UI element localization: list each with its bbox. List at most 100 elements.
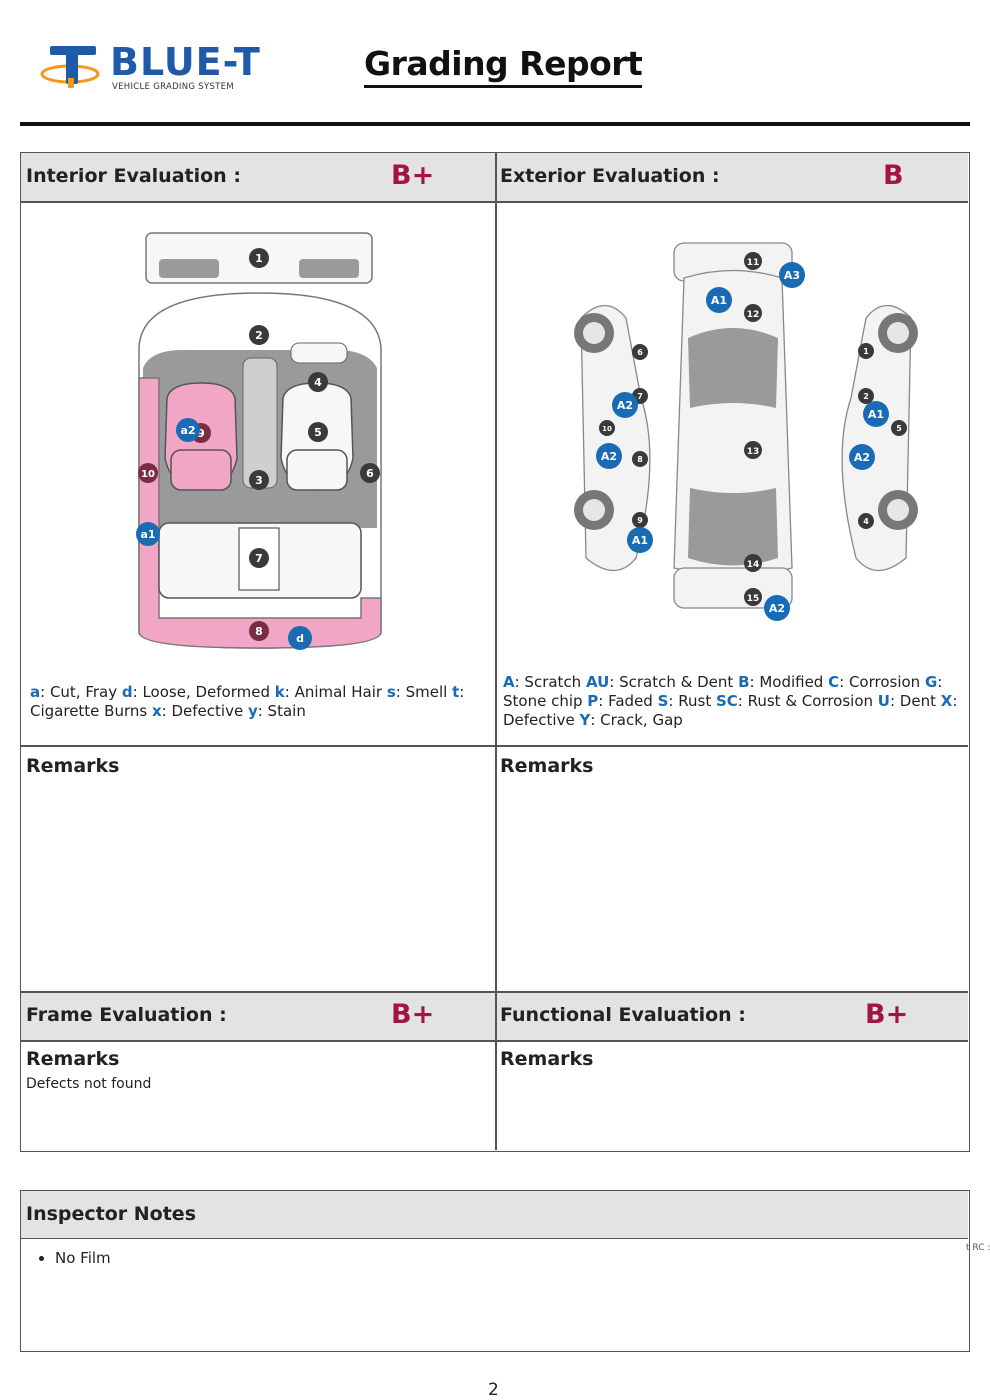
svg-text:a1: a1 <box>140 528 155 541</box>
inspector-notes-panel: Inspector Notes No Film <box>20 1190 970 1352</box>
svg-text:13: 13 <box>747 447 760 457</box>
inspector-note-item: No Film <box>55 1249 111 1267</box>
svg-text:7: 7 <box>255 552 263 565</box>
functional-evaluation-label: Functional Evaluation : <box>500 1004 746 1026</box>
exterior-marker-5: 5 <box>891 420 907 436</box>
page-title: Grading Report <box>364 44 643 88</box>
row-divider <box>21 1040 968 1042</box>
brand-logo: BLUE-T VEHICLE GRADING SYSTEM <box>40 40 290 94</box>
svg-text:10: 10 <box>141 469 155 480</box>
interior-marker-a2: a2 <box>176 418 200 442</box>
interior-remarks-label: Remarks <box>26 755 120 777</box>
interior-grade: B+ <box>391 160 435 191</box>
interior-marker-7: 7 <box>249 548 269 568</box>
svg-text:10: 10 <box>602 425 612 433</box>
svg-text:6: 6 <box>637 348 643 357</box>
interior-marker-5: 5 <box>308 422 328 442</box>
interior-marker-8: 8 <box>249 621 269 641</box>
exterior-marker-9: 9 <box>632 512 648 528</box>
exterior-marker-a2-right: A2 <box>849 444 875 470</box>
exterior-legend: A: Scratch AU: Scratch & Dent B: Modifie… <box>503 673 958 729</box>
interior-legend: a: Cut, Fray d: Loose, Deformed k: Anima… <box>30 683 465 720</box>
svg-text:6: 6 <box>366 467 374 480</box>
inspector-notes-list: No Film <box>55 1249 111 1267</box>
svg-text:4: 4 <box>314 376 322 389</box>
svg-text:12: 12 <box>747 310 760 320</box>
svg-text:a2: a2 <box>180 424 195 437</box>
frame-grade: B+ <box>391 999 435 1030</box>
svg-text:A1: A1 <box>711 294 727 307</box>
svg-text:15: 15 <box>747 594 760 604</box>
page-number: 2 <box>488 1380 499 1400</box>
svg-text:9: 9 <box>197 427 205 440</box>
exterior-marker-a1-front: A1 <box>706 287 732 313</box>
exterior-marker-2: 2 <box>858 388 874 404</box>
evaluation-header-band <box>21 153 968 201</box>
functional-grade: B+ <box>865 999 909 1030</box>
exterior-marker-11: 11 <box>744 252 762 270</box>
interior-marker-a1: a1 <box>136 522 160 546</box>
svg-text:4: 4 <box>863 517 869 526</box>
exterior-marker-10: 10 <box>599 420 615 436</box>
exterior-marker-a2-left-rear: A2 <box>596 443 622 469</box>
blue-t-logo-icon <box>40 46 100 88</box>
brand-name: BLUE-T <box>110 40 261 84</box>
inspector-notes-header: Inspector Notes <box>21 1191 968 1239</box>
svg-text:A3: A3 <box>784 269 800 282</box>
exterior-marker-a1-right: A1 <box>863 401 889 427</box>
exterior-remarks-label: Remarks <box>500 755 594 777</box>
exterior-marker-a3: A3 <box>779 262 805 288</box>
svg-text:8: 8 <box>255 625 263 638</box>
column-divider <box>495 153 497 1150</box>
frame-remarks-text: Defects not found <box>26 1076 152 1092</box>
inspector-notes-label: Inspector Notes <box>26 1203 197 1225</box>
svg-text:A2: A2 <box>769 602 785 615</box>
svg-text:8: 8 <box>637 455 643 464</box>
exterior-marker-a2-rear: A2 <box>764 595 790 621</box>
exterior-grade: B <box>883 160 904 191</box>
exterior-marker-12: 12 <box>744 304 762 322</box>
svg-text:A2: A2 <box>601 450 617 463</box>
svg-text:1: 1 <box>863 347 869 356</box>
exterior-marker-15: 15 <box>744 588 762 606</box>
interior-marker-3: 3 <box>249 470 269 490</box>
exterior-marker-13: 13 <box>744 441 762 459</box>
exterior-marker-14: 14 <box>744 554 762 572</box>
svg-text:A1: A1 <box>632 534 648 547</box>
svg-text:5: 5 <box>896 424 902 433</box>
exterior-marker-1: 1 <box>858 343 874 359</box>
svg-text:7: 7 <box>637 392 643 401</box>
brand-tagline: VEHICLE GRADING SYSTEM <box>112 82 234 92</box>
functional-remarks-label: Remarks <box>500 1048 594 1070</box>
row-divider <box>21 201 968 203</box>
frame-functional-header-band <box>21 992 968 1040</box>
frame-evaluation-label: Frame Evaluation : <box>26 1004 227 1026</box>
svg-text:5: 5 <box>314 426 322 439</box>
exterior-evaluation-label: Exterior Evaluation : <box>500 165 720 187</box>
interior-marker-6: 6 <box>360 463 380 483</box>
svg-text:14: 14 <box>747 560 760 570</box>
interior-marker-10: 10 <box>138 463 158 483</box>
svg-text:A2: A2 <box>854 451 870 464</box>
row-divider <box>21 745 968 747</box>
interior-marker-4: 4 <box>308 372 328 392</box>
interior-evaluation-label: Interior Evaluation : <box>26 165 241 187</box>
interior-marker-2: 2 <box>249 325 269 345</box>
exterior-marker-a2-left-front: A2 <box>612 392 638 418</box>
exterior-marker-6: 6 <box>632 344 648 360</box>
svg-text:A1: A1 <box>868 408 884 421</box>
exterior-marker-a1-left: A1 <box>627 527 653 553</box>
svg-text:9: 9 <box>637 516 643 525</box>
exterior-marker-8: 8 <box>632 451 648 467</box>
exterior-diagram: 11 A3 A1 12 13 14 15 A2 6 7 A2 10 A2 8 9… <box>574 242 918 621</box>
svg-text:3: 3 <box>255 474 263 487</box>
svg-text:2: 2 <box>255 329 263 342</box>
interior-marker-d: d <box>288 626 312 650</box>
exterior-marker-4: 4 <box>858 513 874 529</box>
interior-marker-1: 1 <box>249 248 269 268</box>
svg-text:d: d <box>296 632 304 645</box>
svg-text:2: 2 <box>863 392 869 401</box>
row-divider <box>21 991 968 993</box>
svg-text:11: 11 <box>747 258 760 268</box>
frame-remarks-label: Remarks <box>26 1048 120 1070</box>
